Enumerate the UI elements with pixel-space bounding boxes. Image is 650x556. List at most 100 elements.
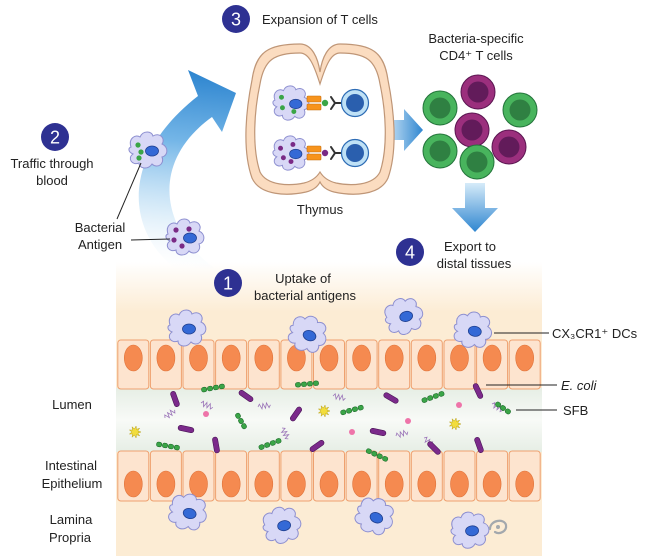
epithelial-cell-nucleus <box>482 344 502 372</box>
epithelial-cell-nucleus <box>515 470 535 498</box>
e-coli-bacterium <box>170 391 180 407</box>
antigen-dot <box>278 145 284 151</box>
step-4: 4 Export to distal tissues <box>396 238 512 271</box>
sfb-segment <box>207 385 213 392</box>
epithelial-cell-nucleus <box>287 470 306 498</box>
cd4-t-cell-green <box>422 133 458 169</box>
bottom-epithelium-cell <box>476 450 509 502</box>
blood-dendritic-cells <box>128 131 205 256</box>
pink-particle <box>405 418 411 424</box>
spiky-microbe <box>448 417 462 431</box>
epithelial-cell-nucleus <box>254 470 274 498</box>
sfb-segment <box>340 409 347 416</box>
sfb-filament <box>421 391 445 403</box>
step-1-label-line-2: bacterial antigens <box>254 288 356 303</box>
step-4-label-line-1: Export to <box>444 239 496 254</box>
top-epithelium-cell <box>476 339 509 390</box>
flagellum <box>164 409 176 419</box>
sfb-segment <box>301 381 307 387</box>
antigen-dot <box>136 155 142 161</box>
cx3cr1-dc <box>262 506 302 544</box>
epithelial-cell-nucleus <box>319 470 339 498</box>
blood-dc-green-antigen <box>128 131 168 169</box>
antigen-dot <box>279 105 285 111</box>
lumen-label: Lumen <box>52 397 92 412</box>
sfb-segment <box>264 442 271 448</box>
e-coli-bacterium <box>427 441 441 455</box>
antigen-dot <box>290 141 296 147</box>
naive-t-cell-nucleus <box>346 94 364 112</box>
sfb-segment <box>156 441 163 448</box>
dc-nucleus <box>145 145 159 157</box>
pink-particle <box>203 411 209 417</box>
step-4-badge <box>396 238 424 266</box>
top-epithelium-cell <box>247 339 280 390</box>
epithelial-cell-nucleus <box>450 344 469 372</box>
epithelial-cell-nucleus <box>352 344 371 372</box>
dc-nucleus <box>369 512 384 524</box>
flagellum <box>257 401 271 410</box>
flagellum <box>200 400 214 410</box>
export-down-arrow <box>452 183 498 232</box>
cd4-t-cells-label-line-2: CD4⁺ T cells <box>439 48 513 63</box>
top-epithelium-cell <box>378 339 411 390</box>
cd4-t-cell-green <box>459 144 495 180</box>
thymus <box>245 43 395 195</box>
e-coli-bacterium <box>212 436 220 454</box>
sfb-segment <box>201 386 208 393</box>
sfb-segment <box>307 381 313 387</box>
epithelial-cell-nucleus <box>417 470 437 498</box>
sfb-segment <box>376 453 383 460</box>
top-epithelium-cell <box>117 339 150 390</box>
antigen-dot <box>179 243 185 249</box>
dcs-label: CX₃CR1⁺ DCs <box>552 326 638 341</box>
cd4-t-cell-green <box>502 92 538 128</box>
dc-nucleus <box>182 323 196 335</box>
spiky-microbe <box>317 404 331 418</box>
step-2-badge <box>41 123 69 151</box>
bottom-epithelium-cell <box>149 450 182 502</box>
thymic-presentation-green <box>272 85 370 121</box>
epithelium-label-line-2: Epithelium <box>42 476 103 491</box>
cd4-t-cell-nucleus <box>466 151 488 173</box>
sfb-segment <box>500 405 506 411</box>
dc-nucleus <box>289 98 303 110</box>
swirl-logo-icon <box>488 519 508 535</box>
presented-antigen <box>321 99 329 107</box>
antigen-dot <box>291 109 297 115</box>
mhc-molecule-lower <box>306 153 322 161</box>
top-epithelium-cell <box>280 339 313 390</box>
bacterial-antigen-label-line-2: Antigen <box>78 237 122 252</box>
cd4-t-cell-nucleus <box>429 140 451 162</box>
bottom-epithelium-cell <box>378 450 411 502</box>
top-epithelium-cell <box>182 339 215 390</box>
sfb-segment <box>238 418 244 424</box>
step-2-label-line-2: blood <box>36 173 68 188</box>
dc-nucleus <box>182 507 197 519</box>
watermark-logo-dot <box>496 525 500 529</box>
mhc-molecule-upper <box>306 145 322 153</box>
top-epithelium-cell <box>410 339 443 390</box>
bottom-epithelium-cell <box>182 450 215 502</box>
cx3cr1-dc <box>168 493 207 531</box>
sfb-segment <box>351 406 358 412</box>
step-1-badge <box>214 269 242 297</box>
dc-nucleus <box>183 232 197 244</box>
antigen-dot <box>171 237 177 243</box>
bottom-epithelium-cell <box>443 450 476 502</box>
antigen-dot <box>173 227 179 233</box>
pink-particle <box>349 429 355 435</box>
dc-nucleus <box>302 330 317 342</box>
sfb-segment <box>313 380 319 386</box>
presented-antigen <box>321 149 329 157</box>
top-epithelium-cell <box>215 339 248 390</box>
e-coli-bacterium <box>290 406 302 422</box>
epithelial-cell-nucleus <box>221 470 241 498</box>
top-epithelium-cell <box>345 339 378 390</box>
thymic-presentation-purple <box>272 135 370 171</box>
sfb-segment <box>241 423 247 430</box>
bottom-epithelium-cell <box>508 450 541 502</box>
sfb-segment <box>269 440 276 446</box>
naive-t-cell-nucleus <box>346 144 364 162</box>
dc-nucleus <box>467 325 482 337</box>
